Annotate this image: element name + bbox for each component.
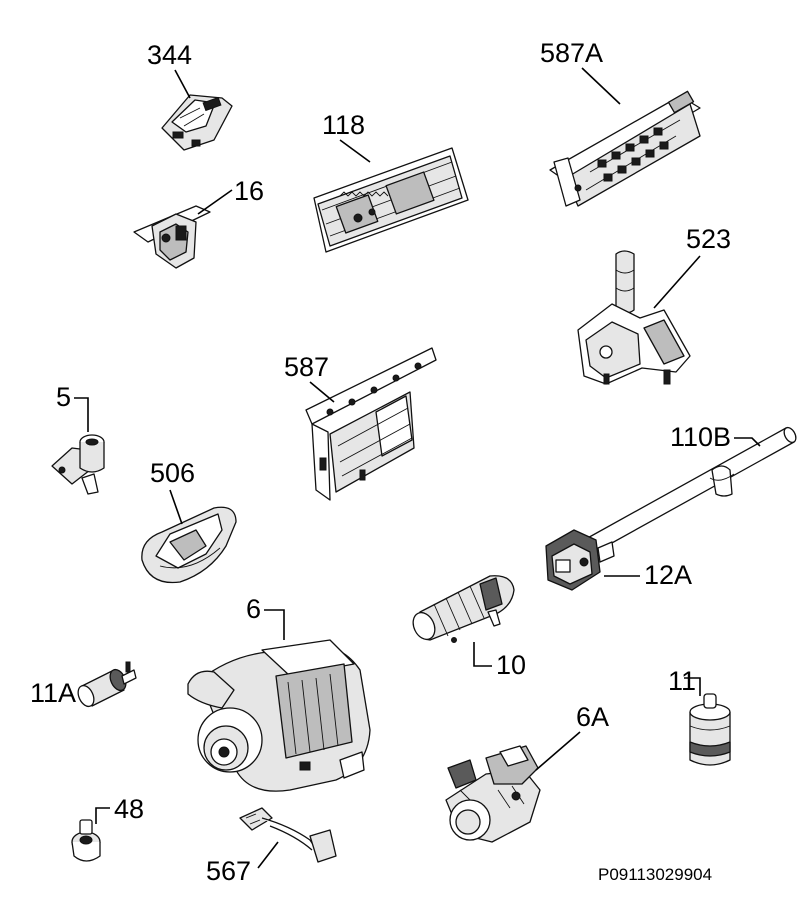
leader-118: [339, 139, 371, 163]
label-11a: 11A: [30, 678, 76, 708]
label-48: 48: [114, 794, 144, 824]
label-118: 118: [322, 110, 365, 140]
part-587-board-holder: [305, 347, 437, 501]
leader-344: [174, 69, 191, 99]
leader-587: [309, 381, 335, 403]
label-587: 587: [284, 352, 329, 382]
part-11-capacitor: [689, 693, 731, 766]
leader-10: [473, 642, 492, 667]
part-16-door-lock: [133, 205, 211, 269]
label-523: 523: [686, 224, 731, 254]
leader-16: [197, 189, 233, 215]
leader-110b: [734, 437, 761, 447]
leader-48: [95, 807, 110, 824]
part-11a-component: [77, 661, 137, 708]
part-48-plug: [71, 819, 101, 862]
part-6-circulation-pump: [187, 639, 371, 792]
leader-523: [653, 255, 701, 309]
label-5: 5: [56, 382, 71, 412]
part-587a-display-board: [549, 90, 701, 207]
label-110b: 110B: [670, 422, 731, 452]
leader-6: [264, 609, 285, 640]
part-567-harness: [239, 807, 337, 863]
part-506-holder: [141, 506, 237, 584]
label-344: 344: [147, 40, 192, 70]
label-587a: 587A: [540, 38, 603, 68]
part-118-control-board: [313, 147, 469, 253]
leader-6a: [535, 731, 581, 771]
leader-5: [74, 397, 89, 432]
part-12a-pressure-switch: [545, 529, 615, 591]
label-506: 506: [150, 458, 195, 488]
leader-567: [257, 841, 279, 869]
part-6a-drain-pump: [445, 745, 541, 843]
leader-587a: [581, 67, 621, 105]
part-344-switch: [161, 94, 233, 151]
leader-506: [169, 489, 183, 525]
part-10-sensor: [412, 575, 515, 643]
drawing-code: P09113029904: [598, 865, 712, 884]
label-12a: 12A: [644, 560, 692, 590]
part-523-bracket: [577, 250, 691, 385]
label-567: 567: [206, 856, 251, 886]
part-5-inlet-valve: [51, 434, 105, 495]
label-16: 16: [234, 176, 264, 206]
leader-11: [684, 677, 701, 696]
label-11: 11: [668, 666, 696, 696]
label-10: 10: [496, 650, 526, 680]
label-6a: 6A: [576, 702, 609, 732]
label-6: 6: [246, 594, 261, 624]
